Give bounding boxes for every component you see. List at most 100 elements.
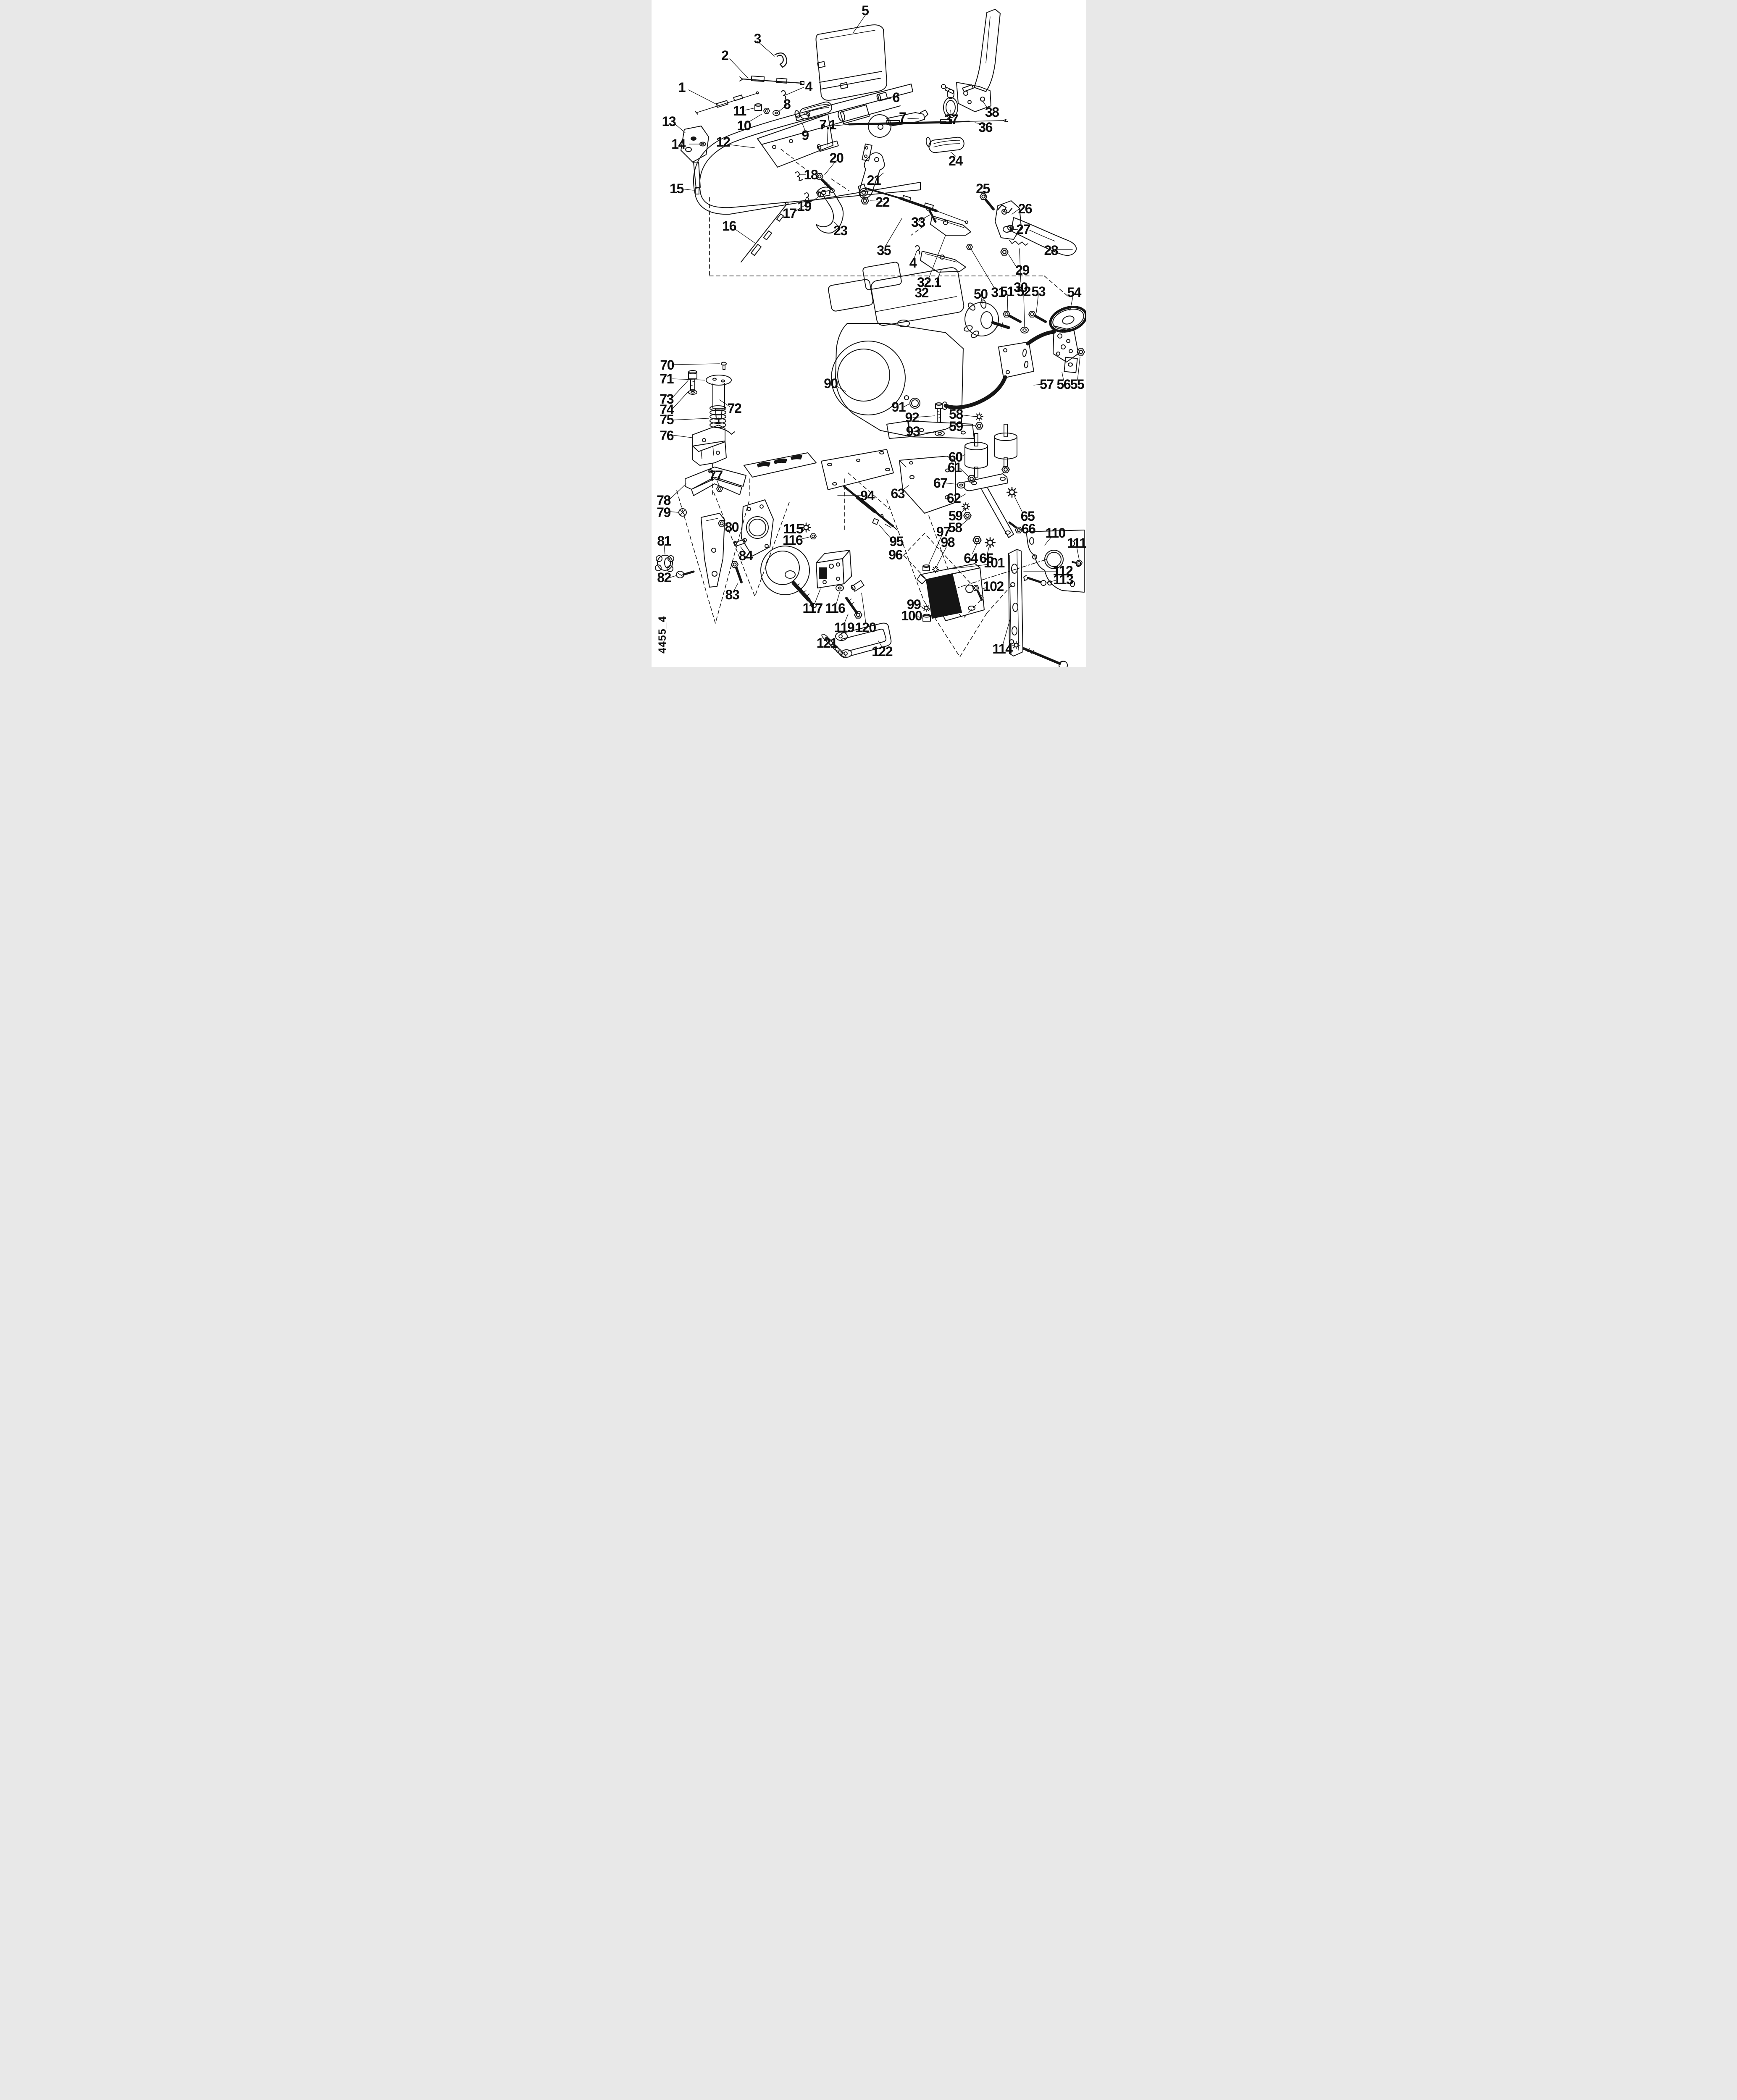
part-label-115: 115: [783, 521, 804, 537]
part-label-102: 102: [983, 578, 1004, 594]
part-label-19: 19: [797, 198, 812, 214]
screw-70: [720, 362, 727, 370]
part-label-22: 22: [875, 194, 890, 210]
bracket-76-77: [692, 425, 727, 492]
part-label-26: 26: [1018, 201, 1032, 216]
part-label-37: 37: [944, 112, 959, 127]
pin-9: [795, 112, 810, 121]
clevis-122: [835, 622, 891, 658]
part-label-119: 119: [834, 620, 855, 635]
pawl-32: [930, 215, 971, 236]
lever-21: [858, 152, 885, 199]
rubber-mount-60-right: [993, 424, 1017, 473]
screw-102: [972, 585, 983, 601]
part-label-116: 116: [825, 601, 846, 616]
clamp-37: [941, 84, 958, 118]
part-label-92: 92: [905, 410, 920, 425]
part-label-94: 94: [860, 488, 875, 503]
plate-94: [820, 449, 894, 490]
part-label-4: 4: [805, 79, 813, 94]
part-label-21: 21: [867, 172, 881, 188]
flange-plate: [741, 499, 774, 556]
part-label-110: 110: [1045, 525, 1066, 541]
part-label-2: 2: [721, 47, 729, 63]
pin-113-installed: [1012, 641, 1068, 667]
part-label-90: 90: [824, 375, 838, 391]
part-label-81: 81: [657, 533, 671, 549]
roller-27: [1002, 225, 1014, 233]
part-label-65: 65: [1020, 508, 1035, 524]
diagram-line-art: [654, 9, 1086, 667]
spring-75: [709, 405, 735, 435]
bolt-66: [1008, 521, 1022, 533]
part-label-28: 28: [1044, 242, 1058, 258]
pad-56: [1063, 357, 1078, 373]
part-label-50: 50: [973, 286, 988, 302]
part-label-70: 70: [660, 357, 674, 373]
part-label-79: 79: [657, 504, 671, 520]
part-label-59: 59: [949, 418, 963, 434]
part-label-27: 27: [1016, 222, 1030, 237]
part-label-91: 91: [891, 399, 906, 415]
part-label-75: 75: [660, 412, 674, 427]
part-label-83: 83: [725, 587, 740, 603]
spring-30: [1009, 240, 1028, 246]
clip-3: [774, 52, 787, 68]
part-label-95: 95: [889, 534, 904, 549]
part-label-16: 16: [722, 218, 736, 234]
part-label-77: 77: [709, 468, 723, 483]
r-clip-4a: [780, 90, 786, 100]
bracket-101: [916, 563, 985, 621]
part-label-101: 101: [983, 555, 1005, 571]
part-label-36: 36: [978, 120, 993, 135]
part-label-73: 73: [660, 391, 674, 407]
leader-lines: [663, 15, 1080, 648]
nut-96: [872, 514, 884, 525]
part-label-97: 97: [936, 524, 951, 539]
part-label-6: 6: [892, 89, 900, 105]
part-label-111: 111: [1067, 535, 1086, 551]
hook-guard-23: [815, 186, 844, 234]
handlebar-grip-upper: [794, 101, 832, 120]
part-label-120: 120: [855, 620, 876, 635]
mount-arm-57: [941, 330, 1056, 410]
part-label-64: 64: [964, 550, 978, 566]
bracket-62: [963, 473, 1014, 538]
knob-50: [963, 299, 1010, 338]
part-label-52: 52: [1017, 284, 1031, 299]
part-label-71: 71: [660, 371, 674, 386]
part-label-25: 25: [976, 181, 990, 197]
part-label-99: 99: [907, 596, 921, 612]
ring-14: [699, 142, 706, 147]
bracket-63: [899, 456, 956, 514]
spare-grip-24: [925, 136, 964, 153]
pin-assembly-71: [705, 375, 732, 424]
cover-panel: [815, 24, 887, 101]
part-label-15: 15: [670, 181, 684, 197]
cotter-pin-19: [804, 192, 812, 202]
lever-28-assembly: [994, 200, 1077, 256]
part-label-58: 58: [949, 406, 963, 422]
part-label-3: 3: [754, 31, 762, 46]
washer-52: [1020, 327, 1029, 333]
part-label-17: 17: [783, 205, 797, 221]
part-label-5: 5: [862, 3, 869, 18]
part-label-9: 9: [801, 128, 809, 143]
part-label-30: 30: [1014, 280, 1028, 295]
part-label-10: 10: [737, 118, 751, 133]
cotter-pin-18: [794, 171, 803, 181]
part-label-38: 38: [985, 104, 999, 120]
part-label-32: 32: [914, 285, 929, 300]
cable-2: [739, 75, 804, 85]
part-label-24: 24: [949, 153, 963, 168]
bushing-6: [876, 92, 888, 102]
drawing-code: 4455_4: [656, 616, 668, 654]
pawl-32-1: [920, 251, 966, 273]
part-label-14: 14: [671, 136, 686, 152]
part-label-4: 4: [909, 255, 917, 270]
part-label-61: 61: [947, 459, 962, 475]
part-label-60: 60: [949, 449, 963, 465]
part-label-63: 63: [891, 486, 905, 501]
rubber-mount-60-left: [964, 433, 988, 478]
part-label-80: 80: [725, 519, 739, 535]
